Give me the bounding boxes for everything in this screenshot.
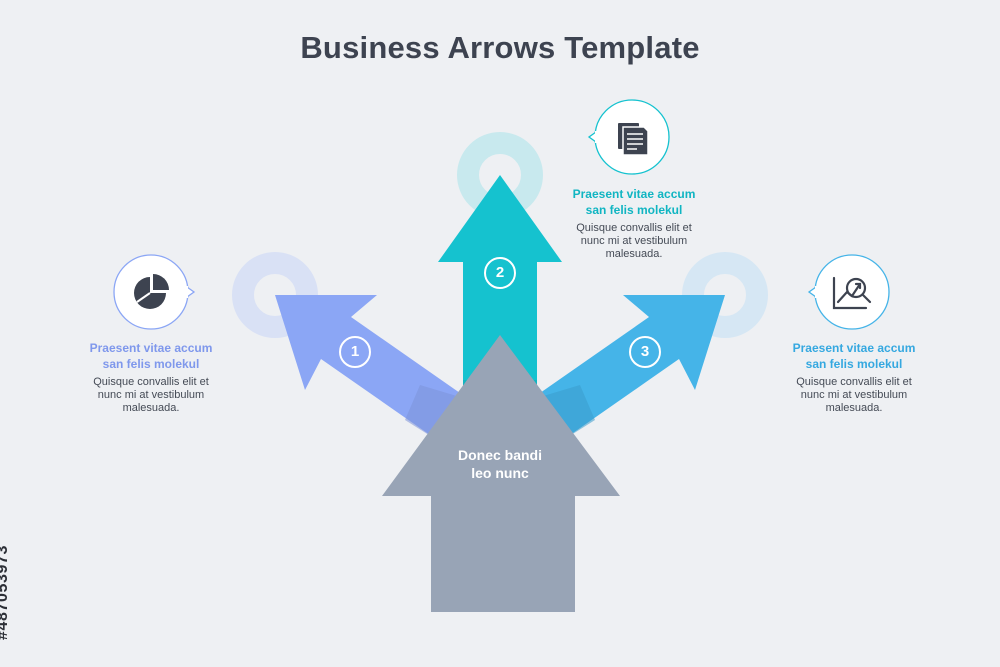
icon-bubble-2 (587, 99, 670, 175)
step-1-heading: Praesent vitae accum san felis molekul (89, 341, 213, 371)
step-1-body: Quisque convallis elit et nunc mi at ves… (93, 376, 209, 414)
page-title: Business Arrows Template (300, 30, 700, 65)
center-arrow-label: Donec bandi leo nunc (457, 447, 542, 481)
badge-number-3: 3 (640, 343, 650, 360)
pie-chart-icon (134, 274, 169, 309)
badge-step-2 (484, 257, 516, 289)
icon-bubble-3 (807, 254, 890, 330)
watermark-id: #487053973 (0, 545, 11, 640)
badge-step-3 (629, 336, 661, 368)
step-2-text: Praesent vitae accum san felis molekul Q… (534, 186, 734, 261)
badge-number-2: 2 (495, 264, 505, 281)
step-3-text: Praesent vitae accum san felis molekul Q… (754, 340, 954, 415)
icon-bubble-1 (113, 254, 196, 330)
step-3-body: Quisque convallis elit et nunc mi at ves… (796, 376, 912, 414)
step-2-heading: Praesent vitae accum san felis molekul (572, 187, 696, 217)
step-3-heading: Praesent vitae accum san felis molekul (792, 341, 916, 371)
step-1-text: Praesent vitae accum san felis molekul Q… (51, 340, 251, 415)
documents-icon (618, 123, 649, 156)
center-arrow (382, 335, 620, 612)
step-2-body: Quisque convallis elit et nunc mi at ves… (576, 222, 692, 260)
badge-step-1 (339, 336, 371, 368)
badge-number-1: 1 (350, 343, 360, 360)
chart-analysis-icon (832, 276, 872, 310)
